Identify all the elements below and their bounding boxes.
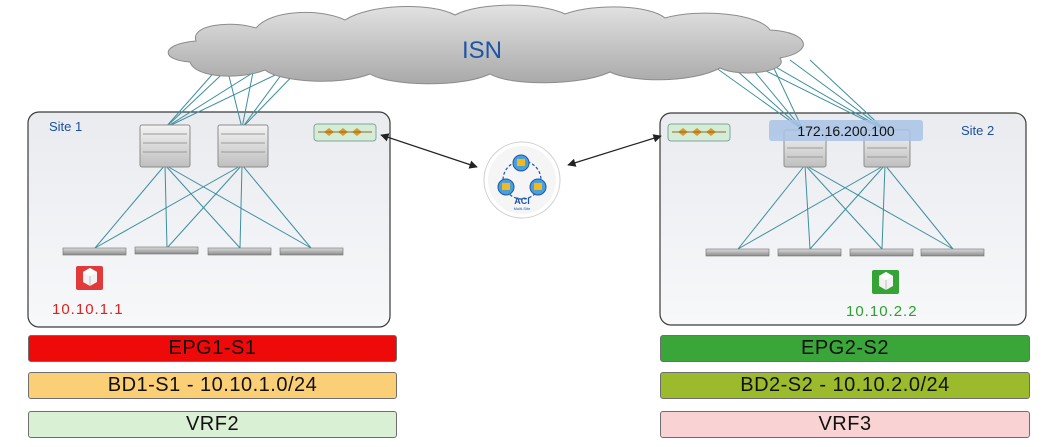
aci-label: ACI <box>514 196 530 206</box>
site1-fabric-links <box>94 164 312 249</box>
site1-apic-cluster <box>313 123 377 142</box>
site2-vrf-label: VRF3 <box>818 413 872 435</box>
leaf-switch <box>705 248 770 257</box>
site1-spine-switch <box>139 124 191 168</box>
site1-vrf-bar: VRF2 <box>28 411 397 438</box>
site1-epg-bar: EPG1-S1 <box>28 335 397 362</box>
site1-endpoint-icon <box>76 266 103 290</box>
site1-bd-label: BD1-S1 - 10.10.1.0/24 <box>107 374 318 396</box>
site1-box <box>27 111 391 328</box>
aci-multisite-orchestrator-icon: ACI Multi-Site <box>483 141 561 219</box>
site2-vrf-bar: VRF3 <box>660 411 1030 438</box>
site1-spine-switch <box>217 124 269 168</box>
site1-label: Site 1 <box>49 119 82 134</box>
site1-endpoint-ip: 10.10.1.1 <box>52 301 124 318</box>
site1-vrf-label: VRF2 <box>185 413 240 435</box>
site1-leaf-switches <box>62 246 344 256</box>
site2-epg-label: EPG2-S2 <box>801 337 889 359</box>
leaf-switch <box>849 248 914 257</box>
site2-bd-label: BD2-S2 - 10.10.2.0/24 <box>740 374 950 396</box>
site2-fabric-links <box>737 164 954 250</box>
site1-bd-bar: BD1-S1 - 10.10.1.0/24 <box>28 372 397 399</box>
site2-bd-bar: BD2-S2 - 10.10.2.0/24 <box>660 372 1030 399</box>
leaf-switch <box>920 248 985 257</box>
site2-anycast-ip-box <box>769 120 923 141</box>
site2-leaf-switches <box>705 248 985 257</box>
site2-endpoint-icon <box>872 270 899 294</box>
site2-orchestrator-arrow <box>567 134 662 167</box>
aci-sublabel: Multi-Site <box>514 206 531 211</box>
site2-box <box>659 112 1027 326</box>
site2-endpoint-ip: 10.10.2.2 <box>846 303 918 320</box>
site1-epg-label: EPG1-S1 <box>168 337 257 359</box>
leaf-switch <box>207 247 272 256</box>
site2-apic-cluster <box>667 123 731 142</box>
site1-orchestrator-arrow <box>380 133 478 169</box>
site2-epg-bar: EPG2-S2 <box>660 335 1030 362</box>
site2-label: Site 2 <box>961 123 994 138</box>
leaf-switch <box>134 246 199 255</box>
leaf-switch <box>62 247 127 256</box>
isn-label: ISN <box>462 37 502 64</box>
leaf-switch <box>279 247 344 256</box>
leaf-switch <box>777 248 842 257</box>
isn-cloud: ISN <box>167 4 804 85</box>
site2-anycast-ip: 172.16.200.100 <box>797 123 895 139</box>
